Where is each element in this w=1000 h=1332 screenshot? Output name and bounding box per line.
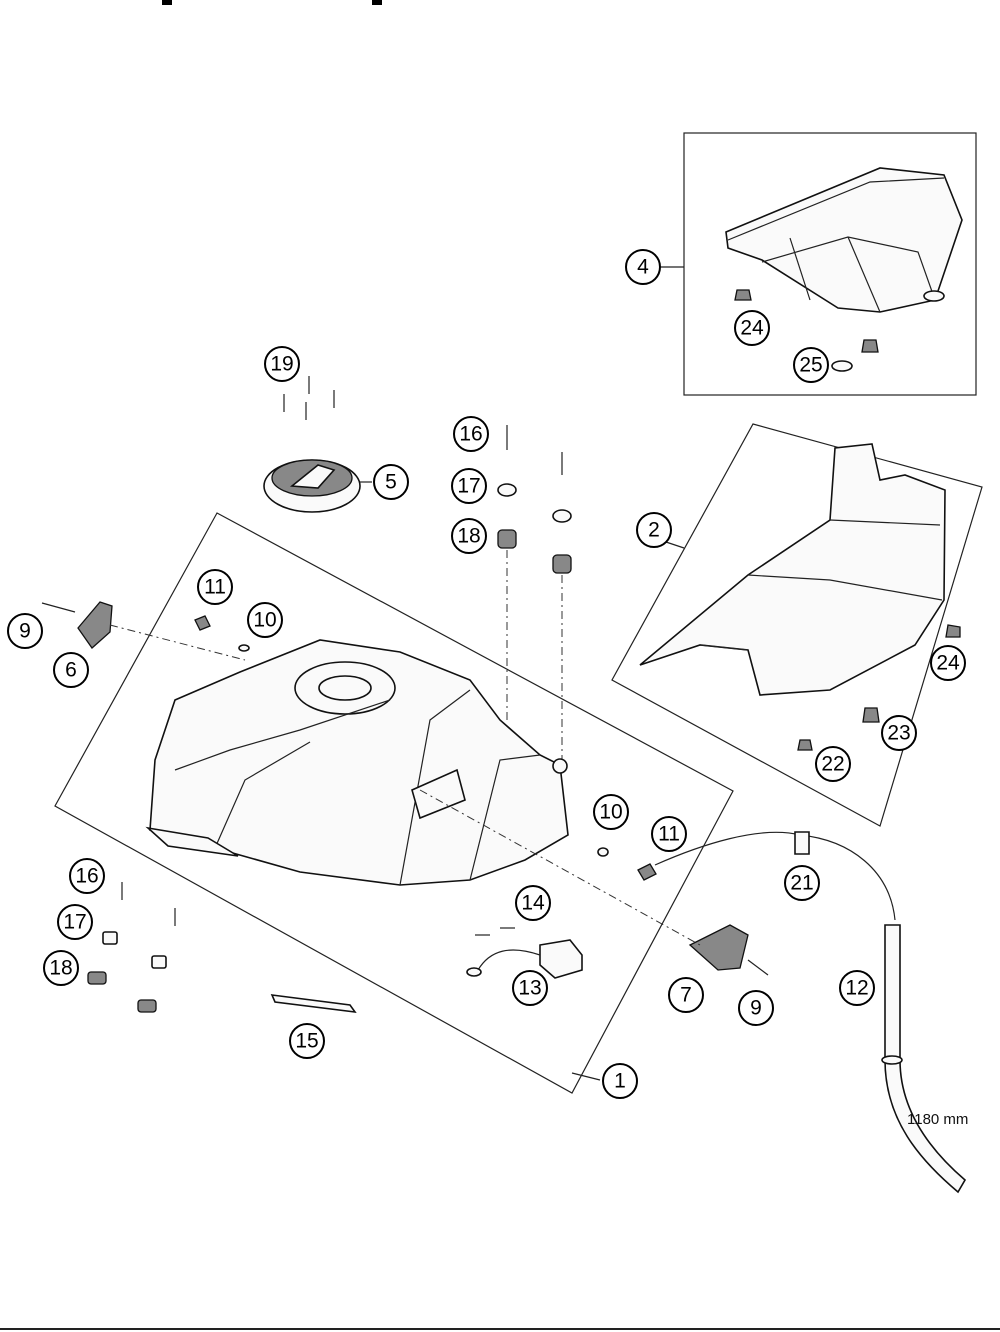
callout-21: 21 — [784, 865, 820, 901]
callout-label: 6 — [65, 659, 77, 682]
callout-label: 18 — [457, 525, 480, 548]
callout-label: 12 — [845, 977, 868, 1000]
callout-7: 7 — [668, 977, 704, 1013]
fuel-hose — [654, 831, 967, 1194]
callout-label: 21 — [790, 872, 813, 895]
callout-label: 19 — [270, 353, 293, 376]
callout-10b: 10 — [593, 794, 629, 830]
callout-label: 15 — [295, 1030, 318, 1053]
callout-17b: 17 — [57, 904, 93, 940]
callout-25: 25 — [793, 347, 829, 383]
callout-label: 10 — [599, 801, 622, 824]
lower-mount-hardware — [87, 882, 176, 1013]
callout-label: 11 — [204, 576, 226, 599]
callout-label: 24 — [740, 317, 764, 340]
callout-label: 16 — [75, 865, 98, 888]
rider-seat — [639, 443, 961, 751]
callout-9a: 9 — [7, 613, 43, 649]
callout-16b: 16 — [69, 858, 105, 894]
callout-10a: 10 — [247, 602, 283, 638]
pillion-seat-frame — [683, 132, 977, 396]
callout-label: 17 — [457, 475, 480, 498]
fuel-cap — [263, 459, 372, 513]
callout-label: 7 — [680, 984, 692, 1007]
callout-label: 14 — [521, 892, 545, 915]
callout-label: 24 — [936, 652, 960, 675]
callout-1: 1 — [602, 1063, 638, 1099]
callout-label: 25 — [799, 354, 822, 377]
callout-23: 23 — [881, 715, 917, 751]
callout-18b: 18 — [43, 950, 79, 986]
callout-label: 11 — [658, 823, 680, 846]
fittings — [194, 615, 657, 881]
callout-5: 5 — [373, 464, 409, 500]
bottom-divider — [0, 1328, 1000, 1330]
callout-18a: 18 — [451, 518, 487, 554]
tank-mount-hardware — [497, 425, 572, 760]
callout-17a: 17 — [451, 468, 487, 504]
callout-label: 2 — [648, 519, 660, 542]
callout-label: 23 — [887, 722, 910, 745]
cropped-title-fragment — [162, 0, 382, 5]
callout-6: 6 — [53, 652, 89, 688]
mounting-axis-line — [109, 624, 246, 661]
pillion-seat — [660, 167, 963, 372]
callout-22: 22 — [815, 746, 851, 782]
callout-19: 19 — [264, 346, 300, 382]
callout-11b: 11 — [651, 816, 687, 852]
callout-24a: 24 — [734, 310, 770, 346]
screws-set — [283, 376, 335, 420]
callout-label: 9 — [750, 997, 762, 1020]
callout-4: 4 — [625, 249, 661, 285]
fuel-tank — [145, 639, 601, 1081]
callout-label: 16 — [459, 423, 482, 446]
tank-protector-strip — [270, 994, 357, 1014]
left-bracket — [41, 601, 113, 649]
callout-15: 15 — [289, 1023, 325, 1059]
callout-label: 13 — [518, 977, 541, 1000]
callout-label: 18 — [49, 957, 72, 980]
callout-label: 10 — [253, 609, 276, 632]
callout-9b: 9 — [738, 990, 774, 1026]
callout-label: 5 — [385, 471, 397, 494]
callout-label: 9 — [19, 620, 31, 643]
rider-seat-frame — [611, 423, 983, 827]
callout-label: 17 — [63, 911, 86, 934]
callout-11a: 11 — [197, 569, 233, 605]
callout-24b: 24 — [930, 645, 966, 681]
right-bracket — [688, 924, 769, 976]
callout-12: 12 — [839, 970, 875, 1006]
callout-16a: 16 — [453, 416, 489, 452]
callout-label: 22 — [821, 753, 844, 776]
hose-length-label: 1180 mm — [907, 1111, 968, 1128]
callout-2: 2 — [636, 512, 672, 548]
fuel-level-sensor — [466, 927, 583, 979]
callout-label: 1 — [614, 1070, 626, 1093]
fuel-tank-frame — [54, 512, 734, 1094]
callout-14: 14 — [515, 885, 551, 921]
callout-13: 13 — [512, 970, 548, 1006]
callout-label: 4 — [637, 256, 649, 279]
